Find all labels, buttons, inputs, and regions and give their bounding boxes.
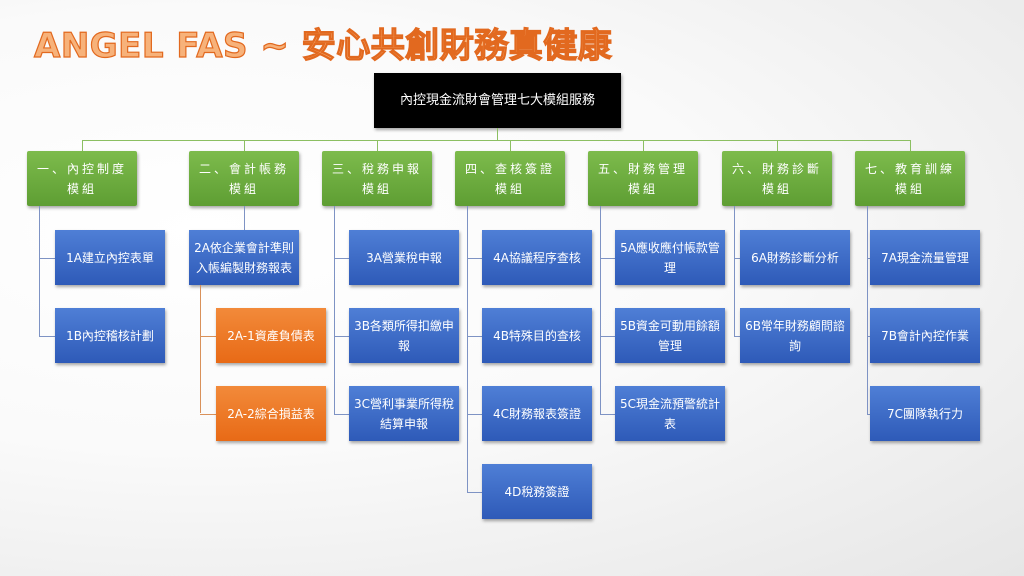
connector-line [334, 413, 349, 415]
item-4a: 4A協議程序查核 [482, 230, 592, 285]
connector-line [39, 335, 55, 337]
connector-line [39, 257, 55, 259]
module-connector [777, 140, 778, 151]
module-6: 六、財務診斷模組 [722, 151, 832, 206]
connector-line [467, 257, 482, 259]
item-4b: 4B特殊目的查核 [482, 308, 592, 363]
item-7a: 7A現金流量管理 [870, 230, 980, 285]
connector-line [734, 257, 740, 259]
item-6b: 6B常年財務顧問諮詢 [740, 308, 850, 363]
root-connector [497, 128, 498, 140]
connector-line [39, 206, 40, 336]
item-7c: 7C團隊執行力 [870, 386, 980, 441]
module-connector [510, 140, 511, 151]
connector-line [867, 413, 870, 415]
item-3b: 3B各類所得扣繳申報 [349, 308, 459, 363]
item-7b: 7B會計內控作業 [870, 308, 980, 363]
module-bus-line [82, 140, 910, 141]
root-node: 內控現金流財會管理七大模組服務 [374, 73, 621, 128]
connector-line [600, 413, 615, 415]
item-5c: 5C現金流預警統計表 [615, 386, 725, 441]
item-5b: 5B資金可動用餘額管理 [615, 308, 725, 363]
item-1a: 1A建立內控表單 [55, 230, 165, 285]
connector-line [244, 206, 245, 230]
connector-line [467, 335, 482, 337]
connector-line [467, 206, 468, 492]
connector-line [200, 335, 216, 337]
module-4: 四、查核簽證模組 [455, 151, 565, 206]
module-connector [643, 140, 644, 151]
item-4d: 4D稅務簽證 [482, 464, 592, 519]
module-7: 七、教育訓練模組 [855, 151, 965, 206]
item-5a: 5A應收應付帳款管理 [615, 230, 725, 285]
connector-line [867, 206, 868, 414]
module-connector [82, 140, 83, 151]
module-2: 二、會計帳務模組 [189, 151, 299, 206]
connector-line [334, 206, 335, 414]
connector-line [334, 335, 349, 337]
item-4c: 4C財務報表簽證 [482, 386, 592, 441]
connector-line [600, 335, 615, 337]
connector-line [334, 257, 349, 259]
sub-item-2: 2A-2綜合損益表 [216, 386, 326, 441]
connector-line [867, 335, 870, 337]
module-1: 一、內控制度模組 [27, 151, 137, 206]
item-3c: 3C營利事業所得稅結算申報 [349, 386, 459, 441]
module-3: 三、稅務申報模組 [322, 151, 432, 206]
connector-line [600, 257, 615, 259]
connector-line [467, 491, 482, 493]
connector-line [200, 285, 201, 413]
slide-title: ANGEL FAS ~ 安心共創財務真健康 [33, 25, 613, 66]
connector-line [734, 335, 740, 337]
connector-line [467, 413, 482, 415]
item-1b: 1B內控稽核計劃 [55, 308, 165, 363]
module-connector [377, 140, 378, 151]
module-5: 五、財務管理模組 [588, 151, 698, 206]
connector-line [867, 257, 870, 259]
module-connector [910, 140, 911, 151]
connector-line [734, 206, 735, 336]
sub-item-1: 2A-1資產負債表 [216, 308, 326, 363]
item-3a: 3A營業稅申報 [349, 230, 459, 285]
module-connector [244, 140, 245, 151]
item-2a: 2A依企業會計準則入帳編製財務報表 [189, 230, 299, 285]
connector-line [200, 413, 216, 415]
item-6a: 6A財務診斷分析 [740, 230, 850, 285]
connector-line [600, 206, 601, 414]
